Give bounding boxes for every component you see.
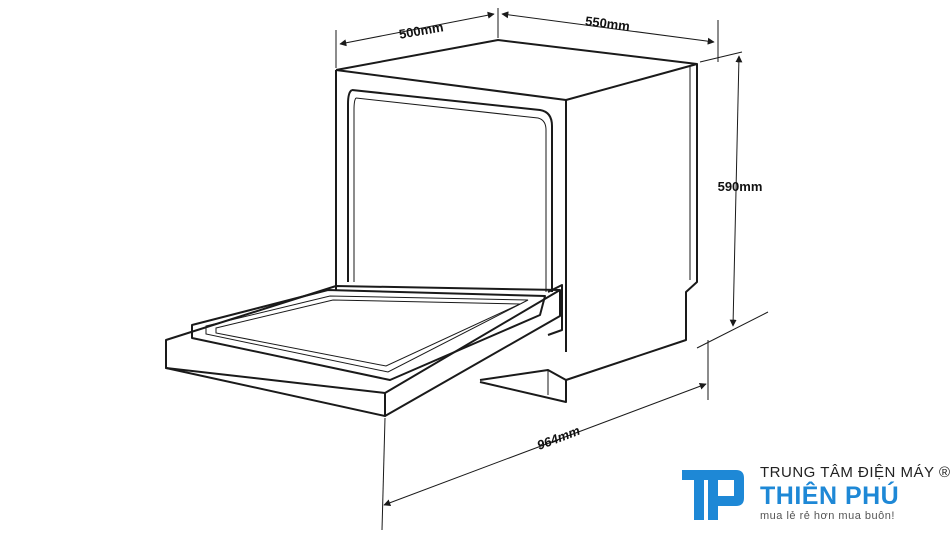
dim-line-height xyxy=(729,55,743,327)
dim-line-width xyxy=(501,11,715,45)
brand-logo: TRUNG TÂM ĐIỆN MÁY ® THIÊN PHÚ mua lẻ rẻ… xyxy=(680,458,950,534)
label-depth: 500mm xyxy=(398,19,445,42)
open-door xyxy=(165,284,563,417)
dishwasher-body xyxy=(335,39,698,403)
brand-top-line: TRUNG TÂM ĐIỆN MÁY ® xyxy=(760,464,950,481)
dimension-lines xyxy=(335,8,769,531)
dim-line-open-depth xyxy=(383,382,707,507)
brand-slogan: mua lẻ rẻ hơn mua buôn! xyxy=(760,510,895,522)
label-width: 550mm xyxy=(584,13,630,33)
label-open-depth: 964mm xyxy=(535,423,583,453)
brand-name: THIÊN PHÚ xyxy=(760,482,900,510)
dim-line-depth xyxy=(339,11,495,47)
label-height: 590mm xyxy=(718,179,763,194)
tp-logo-icon xyxy=(682,470,744,520)
